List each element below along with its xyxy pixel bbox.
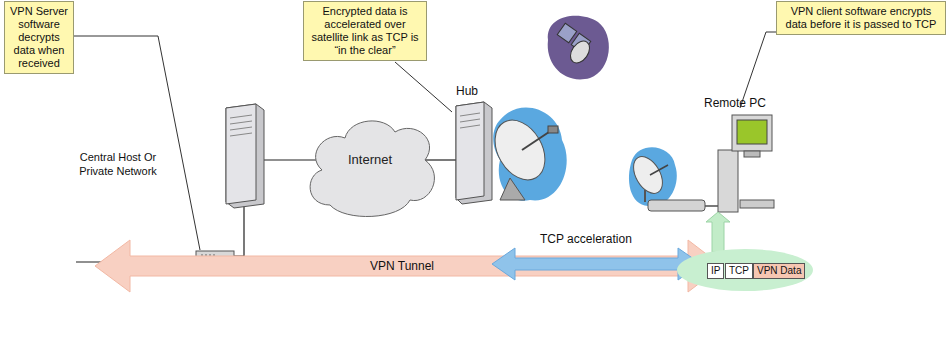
site-label: Central Host Or Private Network xyxy=(72,150,164,178)
band-label: VPN Tunnel xyxy=(370,259,434,273)
remote-pc xyxy=(718,115,774,212)
network-wire xyxy=(705,205,718,206)
remote-satellite-dish xyxy=(628,147,705,211)
tcp-acceleration-arrow xyxy=(492,248,701,280)
site-label: Remote PC xyxy=(704,96,766,110)
callout-box: Encrypted data is accelerated over satel… xyxy=(303,1,427,61)
leader-line xyxy=(72,36,200,250)
packet-ellipse xyxy=(677,249,813,291)
node-text: Encrypted data is accelerated over satel… xyxy=(308,5,422,57)
node-text: VPN Data xyxy=(757,265,801,277)
node-text: Internet xyxy=(330,152,410,167)
hub-satellite-dish xyxy=(485,107,567,200)
packet-arrow xyxy=(706,212,730,252)
packet-data-box: VPN Data xyxy=(753,263,805,279)
network-wire xyxy=(234,205,244,256)
node-text: IP xyxy=(711,265,720,277)
packet-header-box: TCP xyxy=(725,263,753,279)
node-text: VPN Server software decrypts data when r… xyxy=(9,5,69,70)
site-label: Hub xyxy=(456,84,478,98)
node-text: VPN client software encrypts data before… xyxy=(781,5,941,31)
node-text: TCP xyxy=(729,265,749,277)
vpn-tunnel-arrow xyxy=(95,240,722,292)
internet-cloud xyxy=(310,121,434,217)
callout-box: VPN Server software decrypts data when r… xyxy=(4,1,74,74)
network-wire xyxy=(424,159,456,160)
callout-box: VPN client software encrypts data before… xyxy=(776,1,946,35)
band-label: TCP acceleration xyxy=(540,232,632,246)
server-tower xyxy=(226,104,264,208)
leader-line xyxy=(395,62,452,112)
network-wire xyxy=(262,159,318,160)
packet-header-box: IP xyxy=(707,263,724,279)
hub-server xyxy=(456,102,492,204)
satellite-icon xyxy=(548,16,609,80)
cloud-label-box: Internet xyxy=(330,152,410,167)
